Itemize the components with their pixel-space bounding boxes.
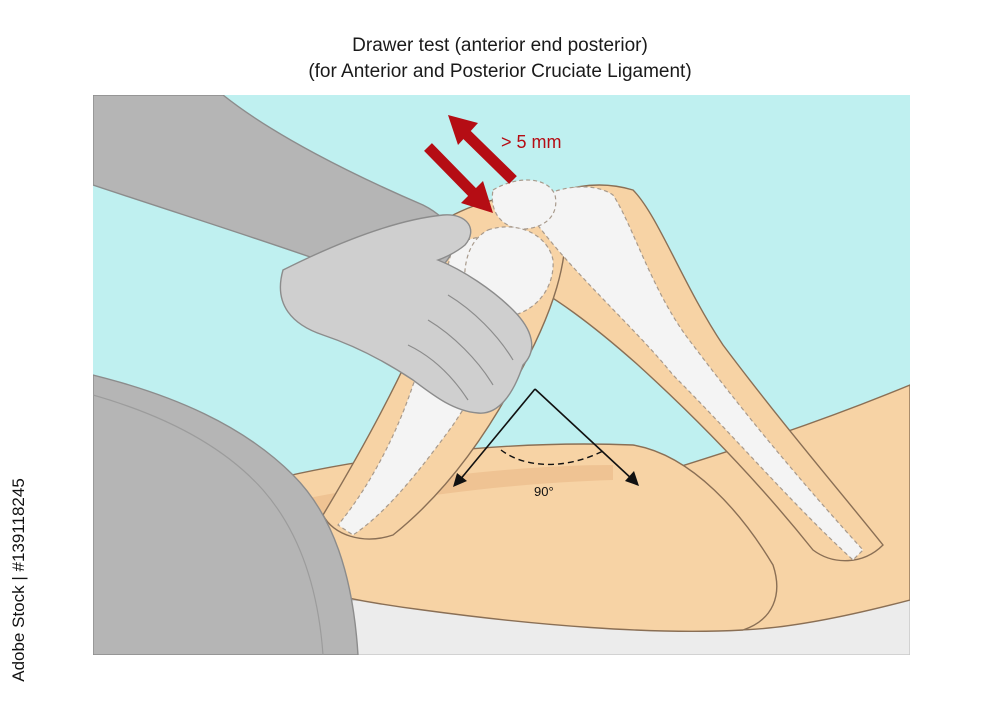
- angle-arrowhead-left: [453, 473, 467, 487]
- finger-line-2: [427, 319, 494, 386]
- illustration: > 5 mm 90°: [93, 95, 910, 655]
- examiner-hand: [279, 214, 533, 414]
- angle-label: 90°: [534, 484, 554, 499]
- angle-marker: [453, 388, 639, 487]
- drawer-arrows: [424, 115, 517, 213]
- angle-arrowhead-right: [625, 471, 639, 486]
- knee-illustration-svg: [93, 95, 910, 655]
- angle-arc: [500, 449, 604, 466]
- finger-line-3: [407, 344, 469, 401]
- stock-watermark: Adobe Stock | #139118245: [4, 470, 34, 690]
- posterior-arrow-head: [461, 181, 493, 213]
- diagram-title: Drawer test (anterior end posterior): [352, 35, 648, 56]
- tibia-bone: [524, 186, 864, 561]
- thigh-shadow: [273, 465, 613, 523]
- examiner-body-fold: [93, 394, 324, 655]
- displacement-label: > 5 mm: [501, 132, 562, 152]
- angle-line-right: [534, 388, 634, 481]
- diagram-subtitle: (for Anterior and Posterior Cruciate Lig…: [308, 61, 692, 82]
- posterior-arrow-shaft: [424, 143, 477, 197]
- stock-watermark-text: Adobe Stock | #139118245: [9, 478, 28, 682]
- examiner-body: [93, 374, 359, 655]
- anterior-arrow-head: [448, 115, 478, 145]
- patella: [491, 179, 557, 230]
- anterior-arrow-shaft: [461, 129, 517, 184]
- angle-line-left: [458, 388, 536, 482]
- finger-line-1: [447, 294, 514, 361]
